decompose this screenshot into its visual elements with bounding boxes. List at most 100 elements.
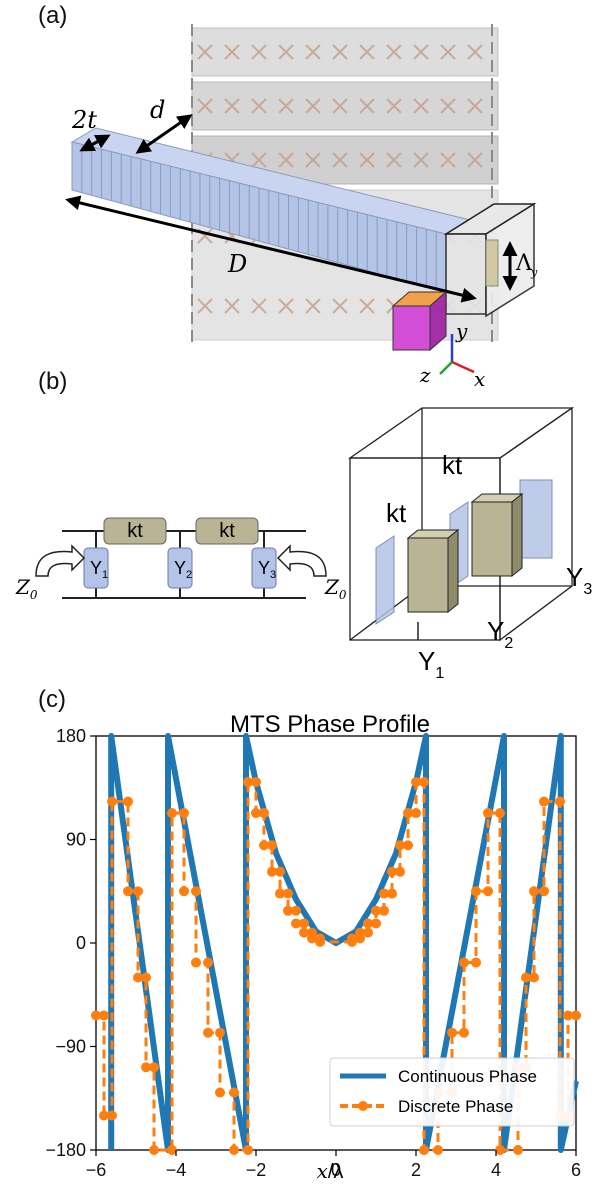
chart-legend: Continuous Phase Discrete Phase: [329, 1057, 575, 1127]
circuit-schematic: kt kt Y1 Y2 Y3 Z0 Z0: [15, 517, 347, 602]
y1-label: Y1: [90, 558, 108, 581]
arrow-2t: [79, 134, 111, 152]
box-kt-back-label: kt: [442, 450, 463, 480]
discrete-point: [123, 886, 133, 897]
axis-triad: y x z: [419, 319, 485, 391]
y-tick-label: 180: [56, 726, 86, 746]
discrete-point: [141, 972, 151, 983]
legend-continuous-label: Continuous Phase: [398, 1067, 537, 1086]
discrete-point: [203, 1027, 213, 1038]
discrete-point: [371, 918, 381, 929]
discrete-point: [315, 936, 325, 947]
panel-c-label: (c): [38, 686, 66, 713]
y3-label: Y3: [258, 558, 276, 581]
y-tick-label: −180: [45, 1140, 86, 1160]
discrete-point: [99, 1110, 109, 1121]
discrete-point: [403, 840, 413, 851]
discrete-point: [403, 808, 413, 819]
x-tick-label: −4: [166, 1160, 187, 1180]
discrete-point: [251, 808, 261, 819]
y-tick-label: 0: [76, 933, 86, 953]
y2-label: Y2: [174, 558, 192, 581]
discrete-point: [563, 1010, 573, 1021]
discrete-point: [571, 1010, 581, 1021]
label-lambda-sub: y: [530, 266, 538, 279]
discrete-point: [513, 1145, 523, 1155]
axis-z-label: z: [419, 363, 431, 387]
discrete-point: [529, 972, 539, 983]
x-axis-label: x/λ: [317, 1159, 344, 1183]
x-tick-label: 0: [331, 1160, 341, 1180]
panel-a-diagram: 2t d D Λ y y x z: [65, 24, 538, 391]
discrete-point: [167, 808, 177, 819]
discrete-point: [363, 927, 373, 938]
panel-a-label: (a): [38, 2, 68, 29]
discrete-point: [411, 777, 421, 787]
discrete-point: [243, 777, 253, 787]
discrete-point: [167, 1145, 177, 1155]
port-arrow-left: [35, 544, 86, 577]
discrete-point: [191, 886, 201, 897]
discrete-point: [133, 972, 143, 983]
discrete-point: [495, 808, 505, 819]
x-tick-label: 6: [571, 1160, 581, 1180]
discrete-point: [267, 840, 277, 851]
label-D: D: [227, 250, 247, 278]
discrete-point: [395, 866, 405, 877]
discrete-point: [133, 886, 143, 897]
discrete-point: [91, 1010, 101, 1021]
discrete-point: [363, 918, 373, 929]
discrete-point: [191, 957, 201, 968]
discrete-point: [371, 905, 381, 916]
discrete-point: [447, 1027, 457, 1038]
discrete-point: [395, 840, 405, 851]
panel-b-label: (b): [38, 368, 68, 395]
discrete-point: [555, 796, 565, 807]
discrete-point: [459, 1027, 469, 1038]
discrete-point: [215, 1027, 225, 1038]
legend-discrete-label: Discrete Phase: [398, 1097, 513, 1116]
y-tick-label: 90: [66, 830, 86, 850]
box-kt-front-label: kt: [386, 498, 407, 528]
label-d: d: [150, 96, 165, 124]
discrete-point: [521, 972, 531, 983]
discrete-point: [275, 888, 285, 899]
coordinate-cube: [391, 290, 448, 352]
discrete-point: [539, 796, 549, 807]
unit-cell-3d: kt kt Y1 Y2 Y3: [347, 406, 592, 682]
z0-left-label: Z0: [15, 575, 38, 602]
kt-label-1: kt: [127, 520, 143, 542]
panel-b-diagram: kt kt Y1 Y2 Y3 Z0 Z0 kt kt Y1 Y2 Y3: [15, 406, 592, 682]
admittance-y1: [83, 547, 109, 589]
discrete-point: [215, 1087, 225, 1098]
series-continuous-line: [108, 733, 579, 1153]
discrete-point: [387, 888, 397, 899]
x-tick-label: −2: [246, 1160, 267, 1180]
discrete-point: [291, 905, 301, 916]
discrete-point: [379, 888, 389, 899]
discrete-point: [99, 1010, 109, 1021]
discrete-point: [107, 1110, 117, 1121]
discrete-point: [347, 933, 357, 944]
z0-right-label: Z0: [324, 575, 347, 602]
discrete-point: [283, 905, 293, 916]
discrete-point: [243, 1145, 253, 1155]
discrete-point: [149, 1062, 159, 1073]
axis-y-label: y: [455, 319, 468, 343]
discrete-point: [471, 957, 481, 968]
discrete-point: [141, 1062, 151, 1073]
discrete-point: [149, 1145, 159, 1155]
kt-impedance-1: [103, 517, 167, 545]
arrow-d: [135, 114, 193, 154]
discrete-point: [283, 888, 293, 899]
discrete-point: [107, 796, 117, 807]
discrete-point: [179, 808, 189, 819]
discrete-point: [483, 808, 493, 819]
discrete-point: [459, 957, 469, 968]
x-tick-label: 4: [491, 1160, 501, 1180]
port-arrow-right: [276, 544, 327, 577]
discrete-point: [229, 1145, 239, 1155]
kt-label-2: kt: [219, 520, 235, 542]
